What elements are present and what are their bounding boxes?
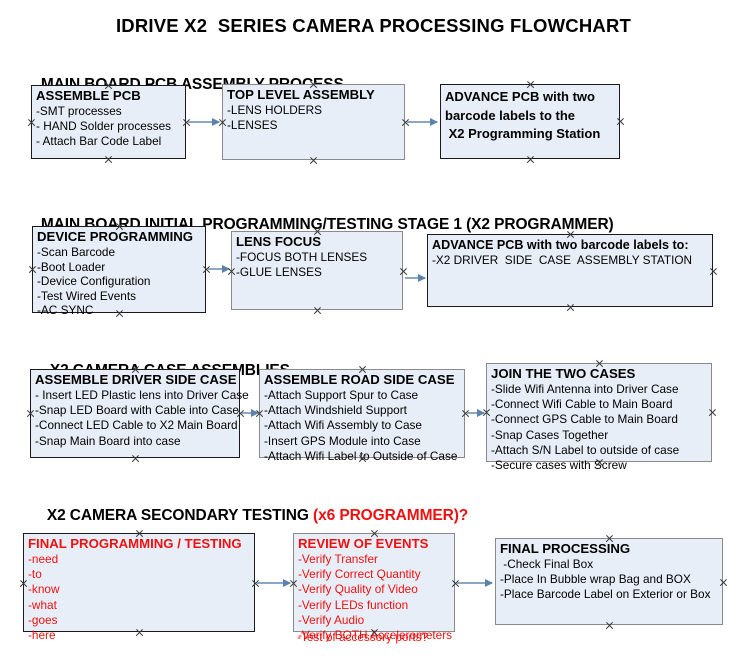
flow-box-title: FINAL PROCESSING xyxy=(500,541,631,556)
flow-box-line: -Attach Wifi Label to Outside of Case xyxy=(264,448,458,463)
flow-box-assemble-driver-side-case[interactable]: ASSEMBLE DRIVER SIDE CASE - Insert LED P… xyxy=(30,369,249,458)
flow-box-line: -Check Final Box xyxy=(500,557,594,571)
flow-box-line: -Attach Wifi Assembly to Case xyxy=(264,418,422,433)
flow-box-overflow-line: -Test of accessory ports? xyxy=(297,630,429,644)
flow-box-assemble-pcb[interactable]: ASSEMBLE PCB -SMT processes - HAND Solde… xyxy=(31,85,186,159)
flow-box-review-of-events[interactable]: REVIEW OF EVENTS -Verify Transfer -Verif… xyxy=(293,533,455,642)
flow-box-title: LENS FOCUS xyxy=(236,234,321,249)
flow-box-title: barcode labels to the xyxy=(445,107,576,123)
flow-box-assemble-road-side-case[interactable]: ASSEMBLE ROAD SIDE CASE -Attach Support … xyxy=(259,369,465,463)
flow-box-join-the-two-cases[interactable]: JOIN THE TWO CASES -Slide Wifi Antenna i… xyxy=(486,363,712,472)
flow-box-line: -Place Barcode Label on Exterior or Box xyxy=(500,587,711,602)
flow-box-line: -Verify BOTH Accelerometers xyxy=(298,628,453,643)
flow-box-title: ASSEMBLE DRIVER SIDE CASE xyxy=(35,372,237,387)
flow-box-line: -Snap Main Board into case xyxy=(35,433,181,448)
flow-box-line: -Verify Correct Quantity xyxy=(298,567,421,582)
flow-box-line: -AC SYNC xyxy=(37,303,94,318)
flow-box-line: -X2 DRIVER SIDE CASE ASSEMBLY STATION xyxy=(432,253,693,267)
flow-box-title: X2 Programming Station xyxy=(445,126,601,141)
flow-box-title: ADVANCE PCB with two xyxy=(445,89,595,104)
flow-box-advance-pcb-programming-station[interactable]: ADVANCE PCB with two barcode labels to t… xyxy=(440,84,620,159)
connector-arrow xyxy=(457,578,493,587)
flow-box-top-level-assembly[interactable]: TOP LEVEL ASSEMBLY -LENS HOLDERS -LENSES xyxy=(222,84,405,160)
flow-box-line: -Snap Cases Together xyxy=(491,427,609,442)
connector-arrow xyxy=(188,117,220,126)
flow-box-line: - HAND Solder processes xyxy=(36,119,172,134)
flow-box-line: -Connect Wifi Cable to Main Board xyxy=(491,397,673,412)
section-heading-4-text: X2 CAMERA SECONDARY TESTING xyxy=(46,507,314,524)
flow-box-line: -Snap LED Board with Cable into Case xyxy=(35,403,239,418)
flow-box-line: -Place In Bubble wrap Bag and BOX xyxy=(500,572,691,587)
flow-box-line: -goes xyxy=(28,612,58,627)
flow-box-line: -Scan Barcode xyxy=(37,245,116,259)
flow-box-title: DEVICE PROGRAMMING xyxy=(37,229,194,244)
flow-box-line: -GLUE LENSES xyxy=(236,265,322,280)
flow-box-line: -know xyxy=(28,582,60,597)
connector-arrow xyxy=(407,117,438,126)
connector-arrow xyxy=(242,408,259,417)
flow-box-title: ADVANCE PCB with two barcode labels to: xyxy=(432,238,689,252)
flow-box-title: ASSEMBLE ROAD SIDE CASE xyxy=(264,372,455,387)
flow-box-line: -to xyxy=(28,567,42,582)
flow-box-line: -Connect LED Cable to X2 Main Board xyxy=(35,418,238,433)
flow-box-line: -LENS HOLDERS xyxy=(227,103,323,117)
flow-box-title: ASSEMBLE PCB xyxy=(36,88,141,103)
flow-box-line: -Test Wired Events xyxy=(37,288,136,303)
flow-box-line: -LENSES xyxy=(227,118,278,133)
flow-box-final-programming-testing[interactable]: FINAL PROGRAMMING / TESTING -need -to -k… xyxy=(23,533,255,642)
flow-box-title: REVIEW OF EVENTS xyxy=(298,536,429,551)
flow-box-line: -Attach Support Spur to Case xyxy=(264,388,419,402)
connector-arrow xyxy=(208,264,230,273)
flow-box-title: JOIN THE TWO CASES xyxy=(491,366,636,381)
flow-box-title: TOP LEVEL ASSEMBLY xyxy=(227,87,375,102)
flow-box-line: - Insert LED Plastic lens into Driver Ca… xyxy=(35,388,249,402)
flow-box-title: FINAL PROGRAMMING / TESTING xyxy=(28,536,242,551)
flow-box-line: -Insert GPS Module into Case xyxy=(264,433,421,448)
flow-box-line: -FOCUS BOTH LENSES xyxy=(236,250,368,264)
flow-box-line: -Verify LEDs function xyxy=(298,597,409,612)
flow-box-advance-pcb-driver-side[interactable]: ADVANCE PCB with two barcode labels to: … xyxy=(427,234,713,307)
connector-arrow xyxy=(405,273,426,282)
flow-box-line: -Secure cases with Screw xyxy=(491,458,627,473)
section-heading-4-accent: (x6 PROGRAMMER)? xyxy=(313,507,469,524)
flow-box-line: -SMT processes xyxy=(36,104,122,118)
connector-arrow xyxy=(257,578,291,587)
flow-box-line: -Verify Quality of Video xyxy=(298,582,418,597)
flow-box-line: -need xyxy=(28,552,59,566)
flow-box-line: -Slide Wifi Antenna into Driver Case xyxy=(491,382,679,396)
flow-box-line: -here xyxy=(28,628,56,643)
section-heading-4: X2 CAMERA SECONDARY TESTING (x6 PROGRAMM… xyxy=(30,489,468,543)
flow-box-line: -Attach S/N Label to outside of case xyxy=(491,442,680,457)
flow-box-line: -Attach Windshield Support xyxy=(264,403,407,418)
page-title: IDRIVE X2 SERIES CAMERA PROCESSING FLOWC… xyxy=(115,15,632,36)
flow-box-line: -Verify Transfer xyxy=(298,552,378,566)
flow-box-line: -Boot Loader xyxy=(37,259,106,274)
flow-box-line: -Device Configuration xyxy=(37,274,151,289)
connector-arrow xyxy=(467,408,485,417)
flow-box-final-processing[interactable]: FINAL PROCESSING -Check Final Box -Place… xyxy=(495,538,723,625)
flow-box-line: -Verify Audio xyxy=(298,612,365,627)
flow-box-line: -what xyxy=(28,597,57,612)
flow-box-line: -Connect GPS Cable to Main Board xyxy=(491,412,678,427)
flow-box-device-programming[interactable]: DEVICE PROGRAMMING -Scan Barcode -Boot L… xyxy=(32,226,206,317)
flow-box-line: - Attach Bar Code Label xyxy=(36,134,162,149)
flow-box-lens-focus[interactable]: LENS FOCUS -FOCUS BOTH LENSES -GLUE LENS… xyxy=(231,231,403,310)
